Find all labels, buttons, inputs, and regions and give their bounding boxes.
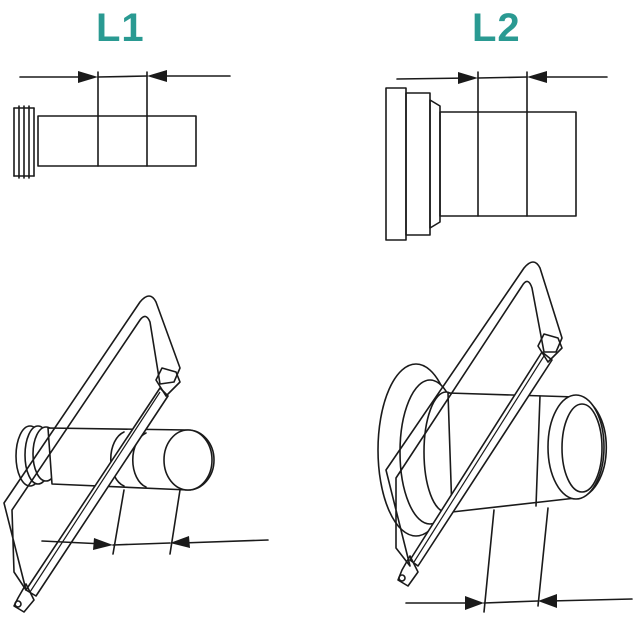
pipe-l2-perspective (377, 363, 608, 537)
dimension-l1-top (19, 70, 231, 83)
hacksaw-l1 (3, 295, 181, 613)
pipe-l2-flange (385, 87, 407, 241)
pipe-l1-perspective (15, 425, 215, 491)
label-l1: L1 (96, 6, 145, 50)
pipe-l1-side-view (13, 71, 197, 179)
dimension-l2-bottom (405, 507, 633, 613)
label-l2: L2 (472, 6, 521, 50)
pipe-l1-open-end (163, 429, 213, 491)
pipe-l2-open-end (547, 394, 605, 500)
pipe-l2-side-view (385, 71, 577, 241)
pipe-l1-body (37, 115, 197, 167)
pipe-l2-body (439, 111, 577, 217)
dimension-l2-top (396, 71, 608, 84)
pipe-l1-ribs (13, 105, 35, 179)
dimension-l1-bottom (41, 489, 269, 555)
hacksaw-l2 (385, 261, 563, 587)
